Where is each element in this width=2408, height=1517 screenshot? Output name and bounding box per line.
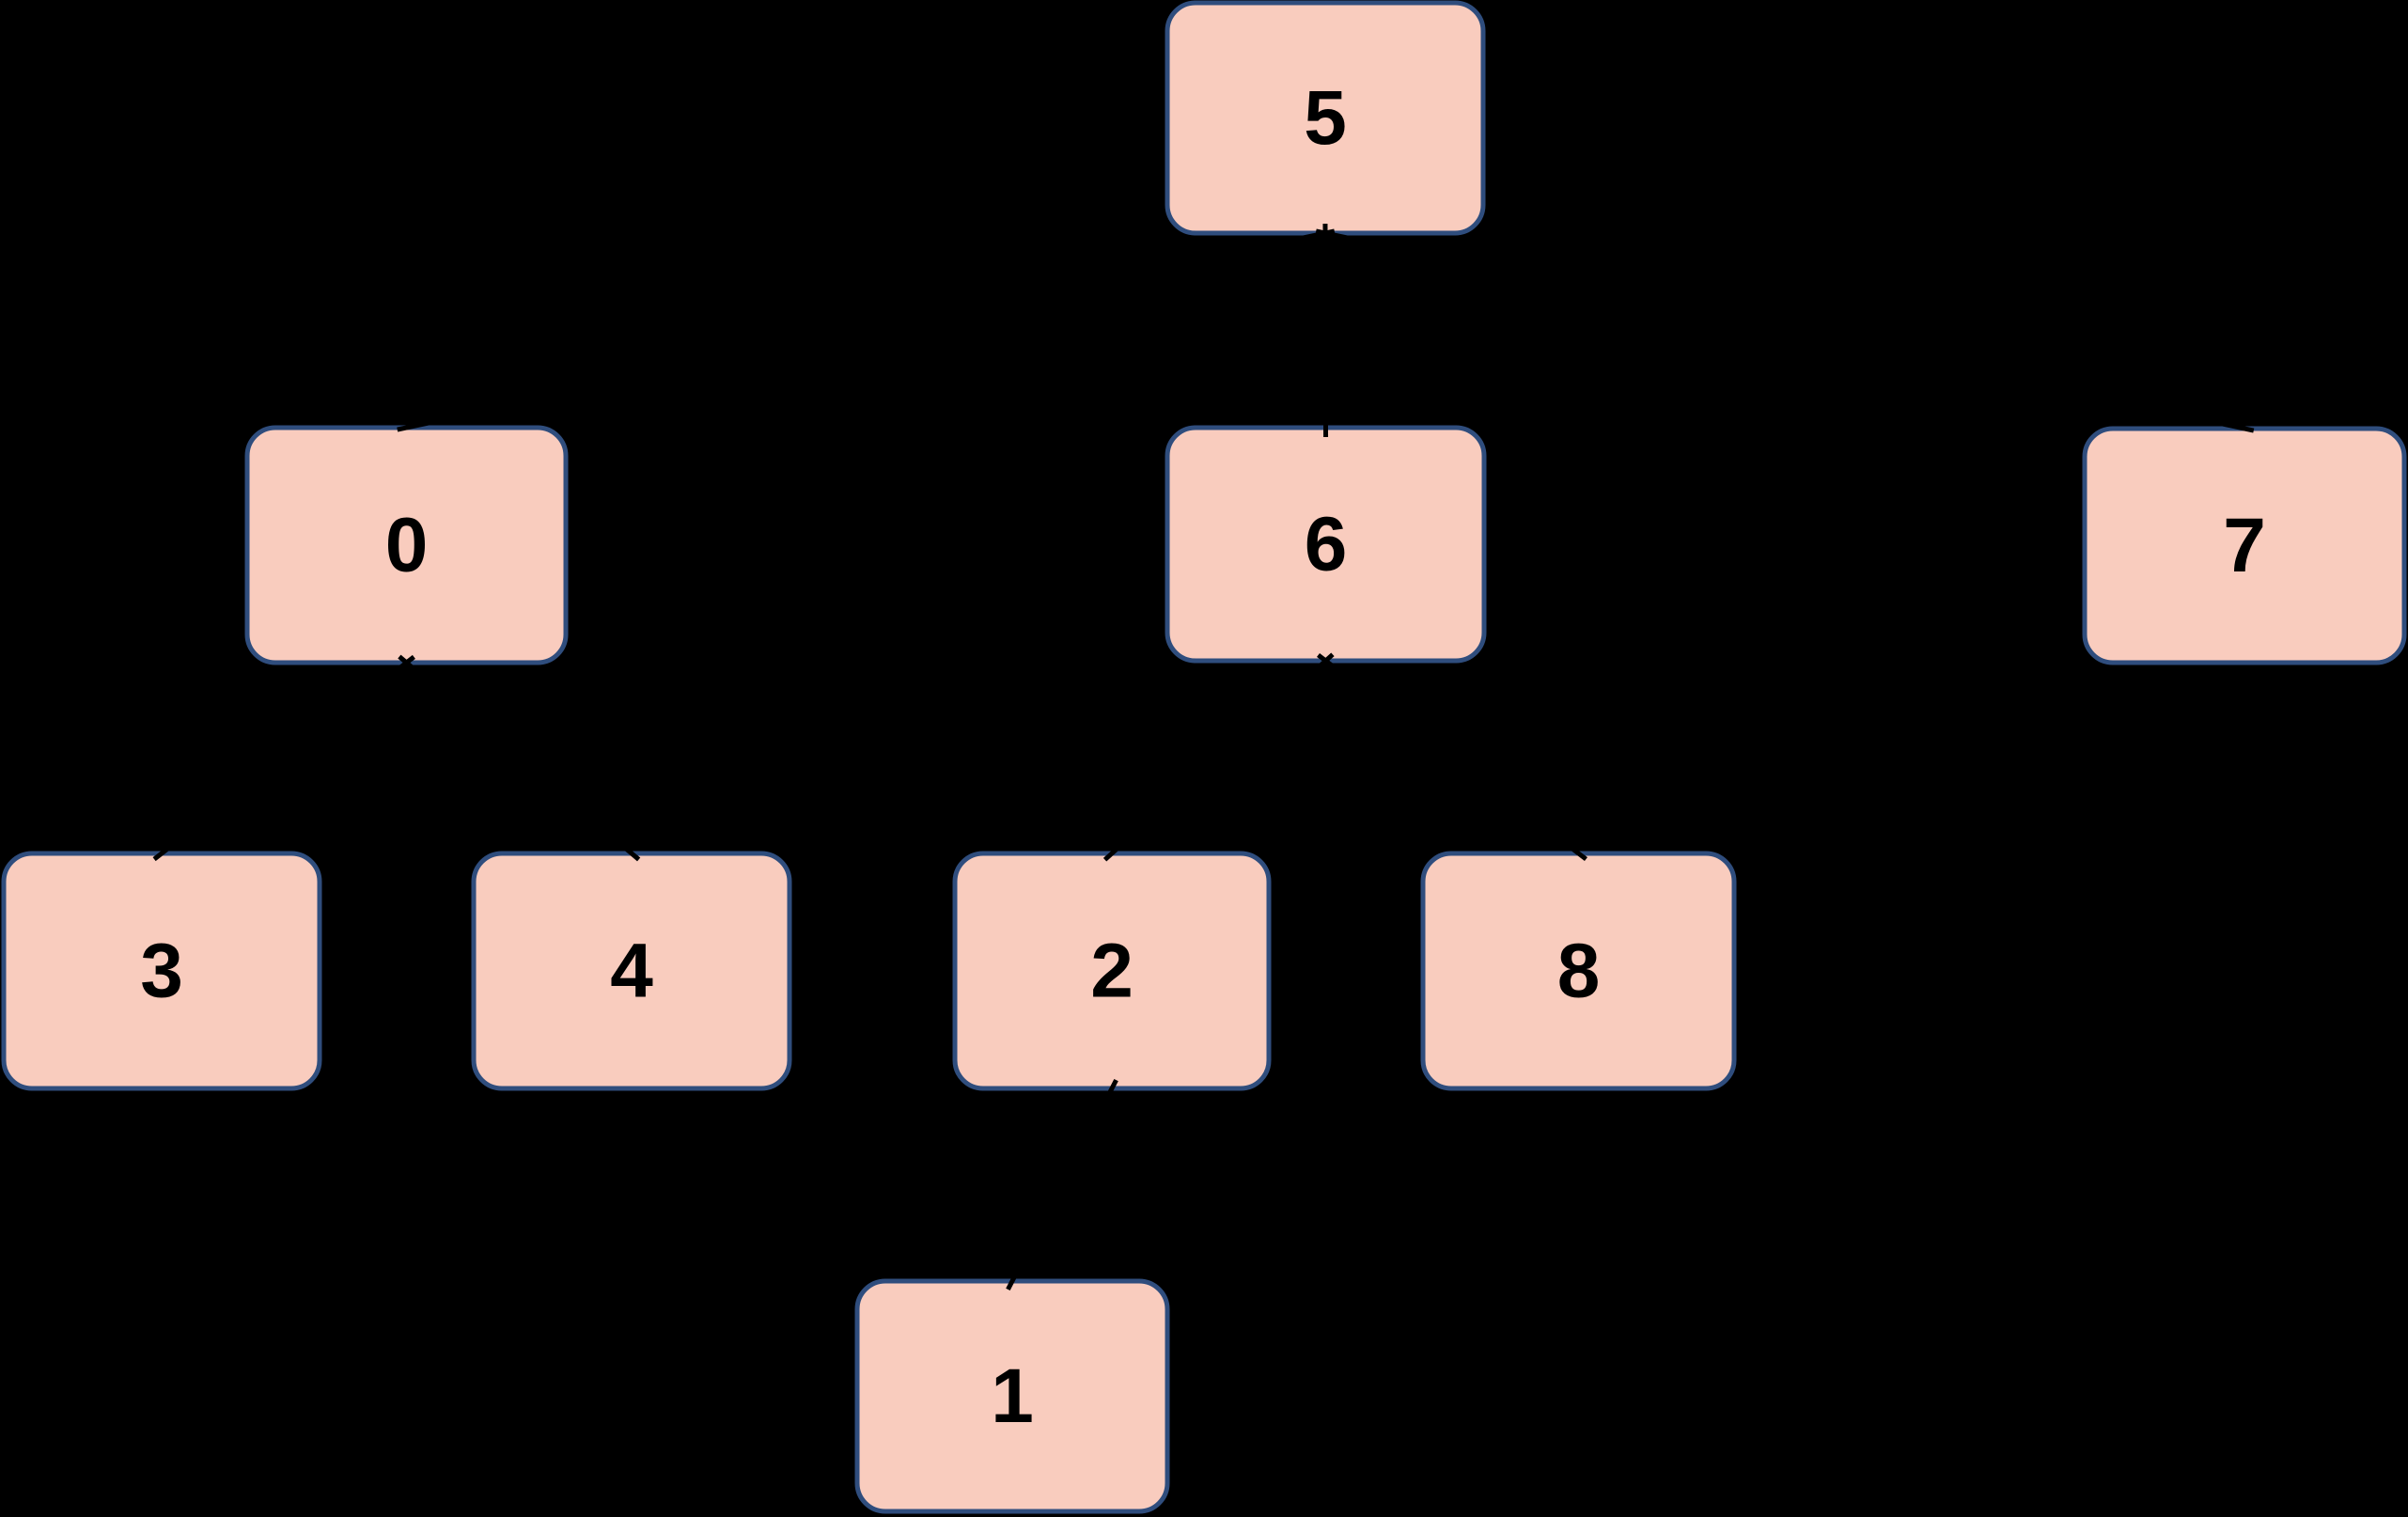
node-label: 5 — [1304, 75, 1347, 161]
edge-5-7 — [1315, 228, 2255, 433]
node-label: 7 — [2223, 503, 2266, 588]
edge-0-4 — [398, 654, 641, 862]
tree-node-4: 4 — [471, 851, 792, 1091]
node-label: 8 — [1557, 929, 1601, 1014]
edge-5-0 — [397, 228, 1336, 432]
edge-5-6 — [1322, 223, 1329, 438]
tree-node-0: 0 — [244, 425, 569, 665]
node-label: 3 — [140, 929, 183, 1014]
edge-6-2 — [1102, 652, 1335, 862]
tree-node-1: 1 — [854, 1278, 1170, 1514]
tree-node-2: 2 — [952, 851, 1272, 1091]
edge-2-1 — [1006, 1078, 1118, 1291]
node-label: 2 — [1090, 929, 1134, 1014]
tree-node-7: 7 — [2082, 426, 2407, 665]
tree-node-8: 8 — [1420, 851, 1737, 1091]
tree-node-5: 5 — [1165, 0, 1486, 236]
tree-node-6: 6 — [1165, 425, 1487, 664]
node-label: 1 — [991, 1353, 1034, 1439]
edge-0-3 — [152, 654, 415, 862]
node-label: 0 — [385, 503, 429, 588]
node-label: 4 — [610, 929, 653, 1014]
tree-node-3: 3 — [1, 851, 322, 1091]
edge-6-8 — [1317, 652, 1587, 862]
node-label: 6 — [1305, 502, 1348, 587]
